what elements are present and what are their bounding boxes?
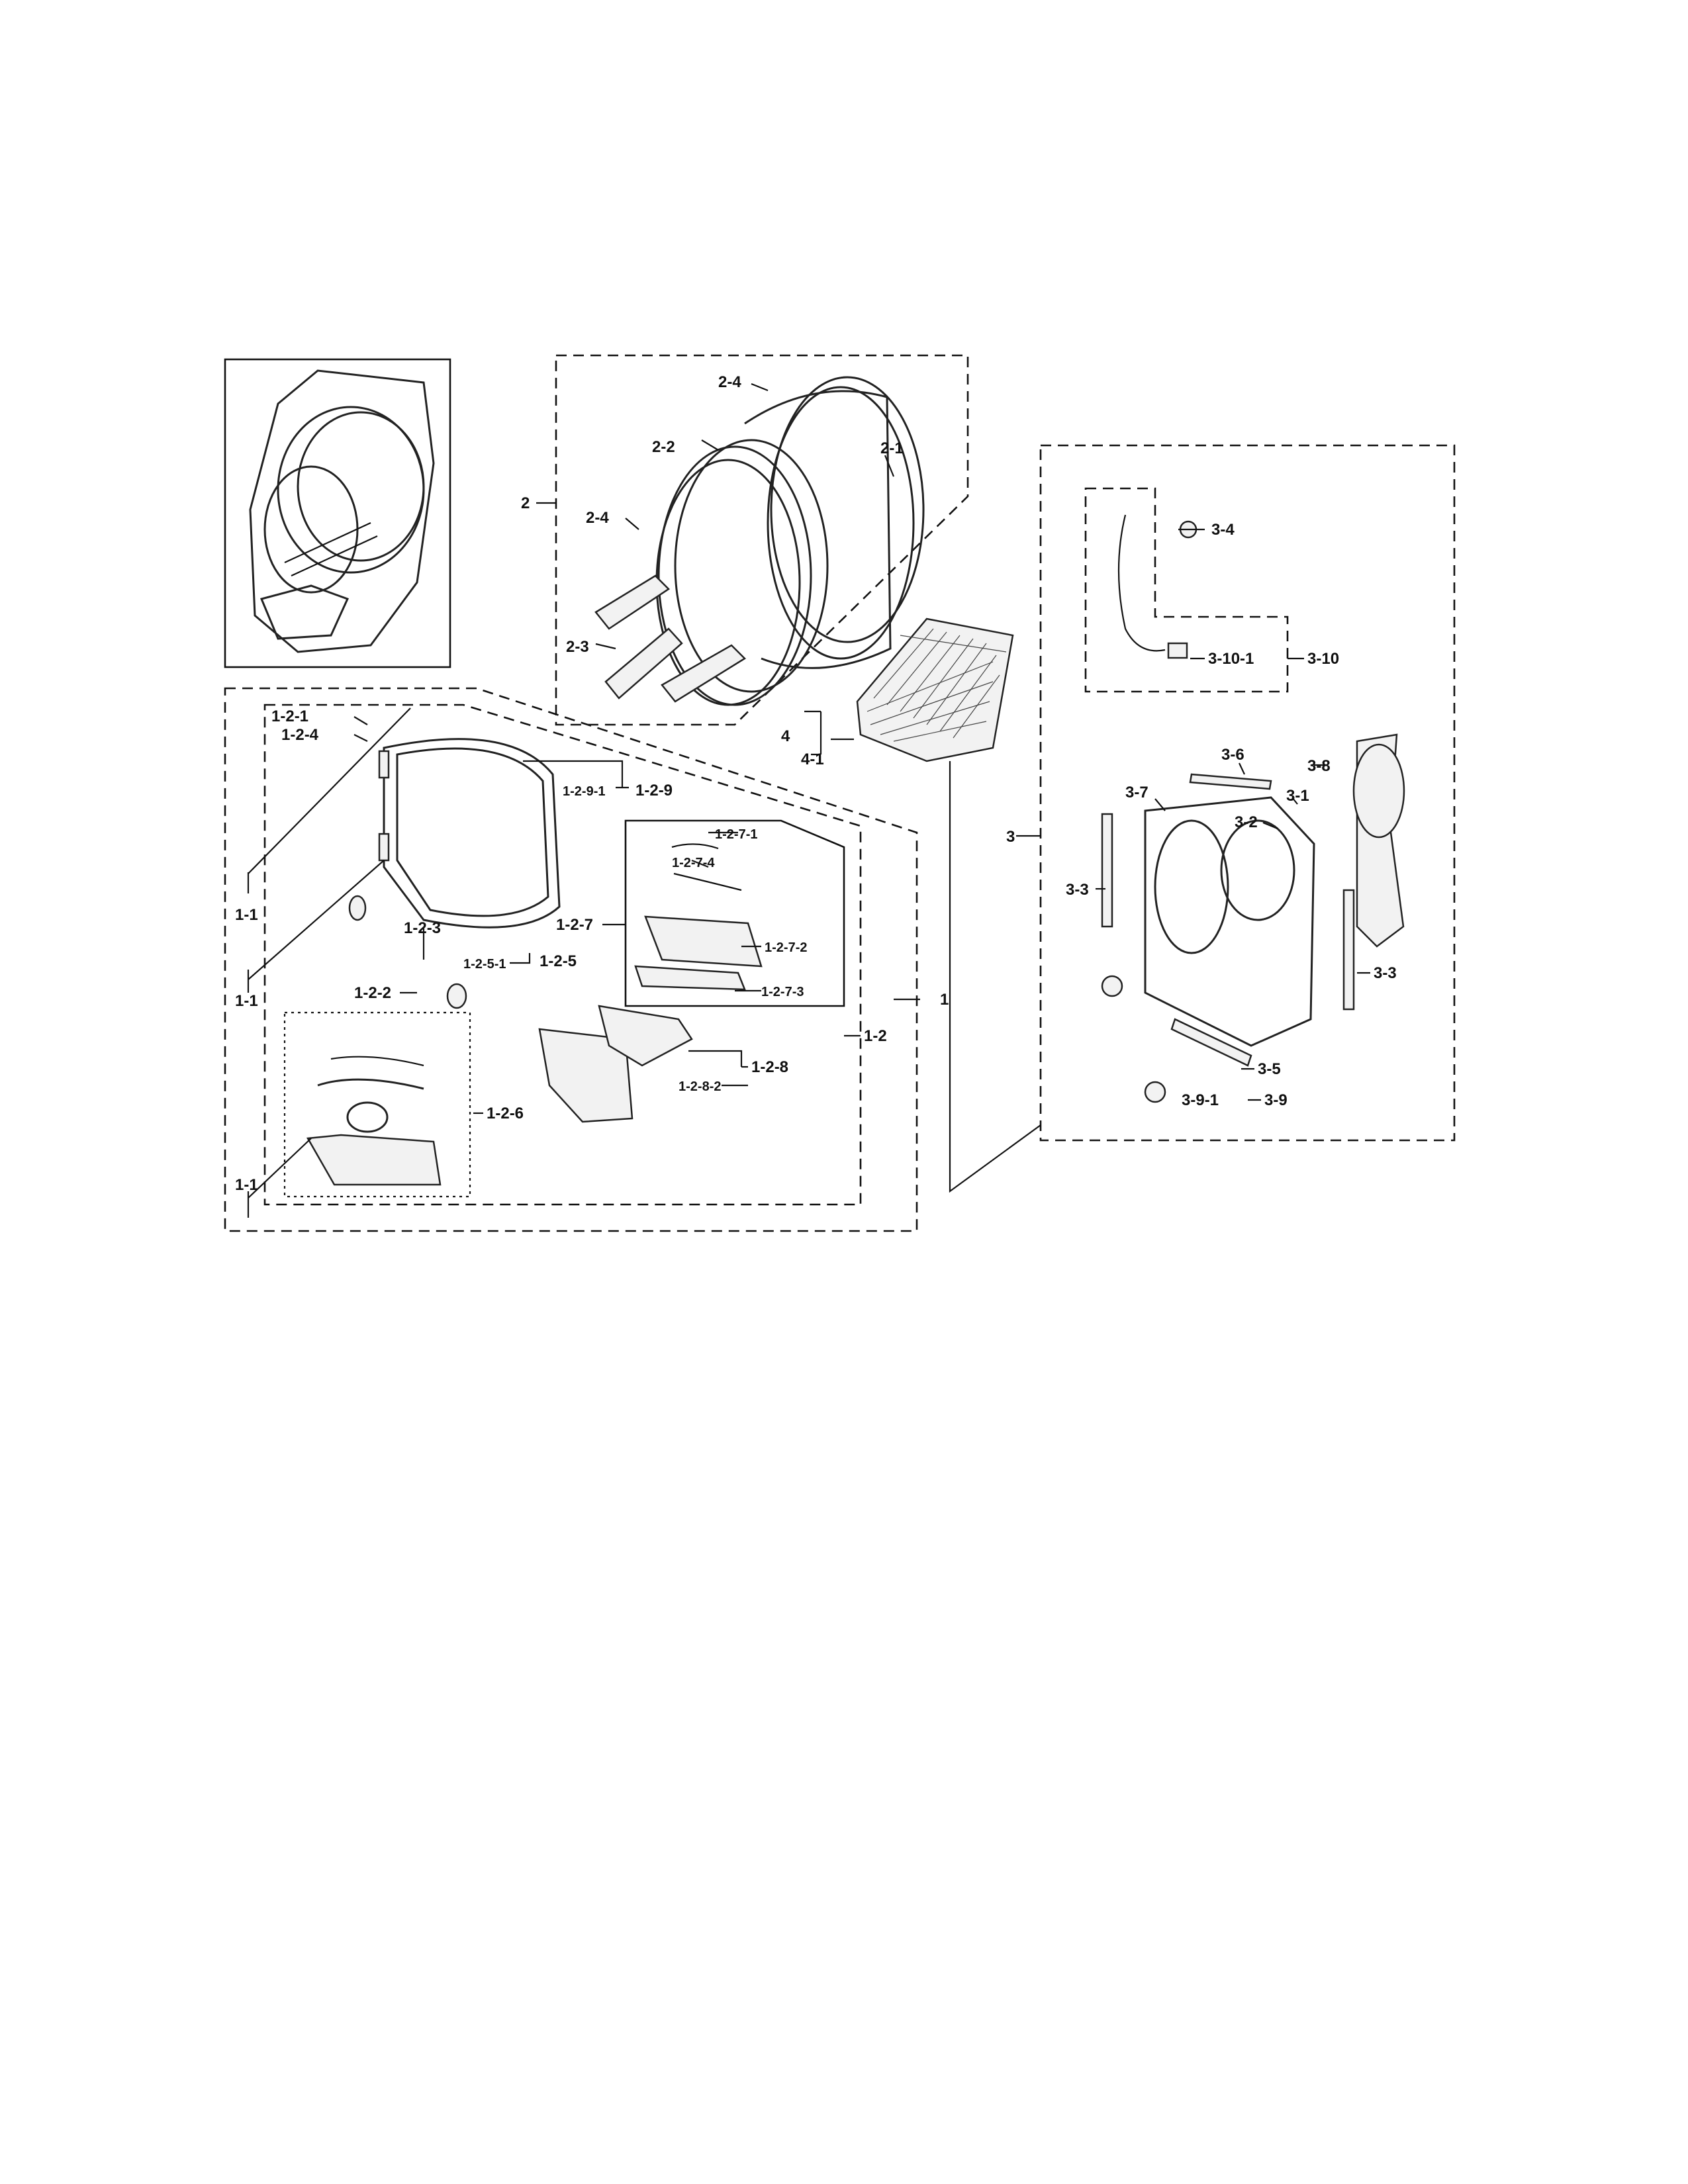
label-1-2-8-2: 1-2-8-2 [679, 1079, 721, 1094]
label-2-1: 2-1 [880, 439, 904, 457]
label-3: 3 [1006, 828, 1015, 846]
group-2-drum [555, 354, 969, 726]
group-3-rear-panel [1039, 444, 1456, 1142]
label-1-2-7: 1-2-7 [556, 916, 593, 934]
label-3-2: 3-2 [1235, 813, 1258, 831]
label-3-7: 3-7 [1125, 784, 1149, 801]
label-1-2-1: 1-2-1 [271, 707, 308, 725]
label-2-2: 2-2 [652, 438, 675, 456]
label-1-2-7-1: 1-2-7-1 [715, 827, 757, 842]
label-1-2-4: 1-2-4 [281, 726, 319, 744]
label-3-10-1: 3-10-1 [1208, 650, 1254, 668]
label-1-2-6: 1-2-6 [487, 1105, 524, 1122]
group-1-front-panel [224, 687, 918, 1232]
label-3-5: 3-5 [1258, 1060, 1281, 1078]
label-1-1-c: 1-1 [235, 1176, 258, 1194]
label-3-4: 3-4 [1211, 521, 1235, 539]
label-3-9-1: 3-9-1 [1182, 1091, 1219, 1109]
label-1-2-7-4: 1-2-7-4 [672, 856, 715, 870]
label-3-6: 3-6 [1221, 746, 1244, 764]
lint-filter [856, 617, 1014, 762]
label-2: 2 [521, 494, 530, 512]
label-1-2-3: 1-2-3 [404, 919, 441, 937]
label-3-9: 3-9 [1264, 1091, 1288, 1109]
label-1-1-b: 1-1 [235, 992, 258, 1010]
label-3-8: 3-8 [1307, 757, 1331, 775]
drum-lifter-c [661, 644, 746, 703]
label-1-2-5-1: 1-2-5-1 [463, 957, 506, 972]
drum-lifter-b [604, 627, 683, 700]
drum-lifter-a [594, 574, 670, 630]
label-4: 4 [781, 727, 790, 745]
part-labels: 2-4 2-2 2-1 2 2-4 2-3 1-2-1 1-2-4 1-2-9-… [235, 373, 1397, 1194]
label-1-2: 1-2 [864, 1027, 887, 1045]
label-1-2-9: 1-2-9 [635, 782, 673, 799]
label-1: 1 [940, 991, 949, 1009]
label-3-10: 3-10 [1307, 650, 1339, 668]
overview-inset [224, 358, 451, 668]
label-1-1-a: 1-1 [235, 906, 258, 924]
label-1-2-7-2: 1-2-7-2 [765, 940, 807, 955]
leader-lines [247, 383, 1370, 1218]
label-1-2-8: 1-2-8 [751, 1058, 788, 1076]
label-1-2-7-3: 1-2-7-3 [761, 985, 804, 999]
label-2-3: 2-3 [566, 638, 589, 656]
label-3-1: 3-1 [1286, 787, 1309, 805]
label-3-3-right: 3-3 [1374, 964, 1397, 982]
label-1-2-5: 1-2-5 [539, 952, 577, 970]
label-1-2-9-1: 1-2-9-1 [563, 784, 605, 799]
label-4-1: 4-1 [801, 751, 824, 768]
label-2-4-mid: 2-4 [586, 509, 609, 527]
label-2-4-top: 2-4 [718, 373, 741, 391]
label-1-2-2: 1-2-2 [354, 984, 391, 1002]
label-3-3-left: 3-3 [1066, 881, 1089, 899]
